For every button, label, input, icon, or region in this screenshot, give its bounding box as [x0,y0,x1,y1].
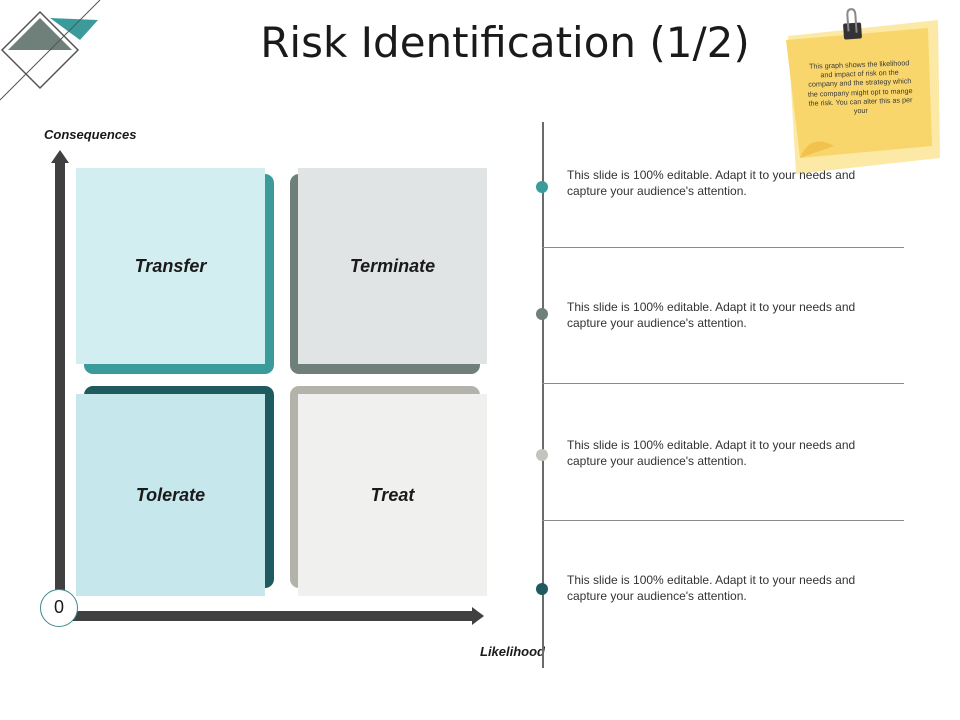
y-axis-line [55,162,65,602]
quadrant-label: Tolerate [135,484,206,505]
decorative-diamond-shapes [0,0,101,101]
item-description: This slide is 100% editable. Adapt it to… [567,300,856,330]
sticky-note-icon [786,8,940,174]
x-axis-label: Likelihood [480,644,545,659]
timeline-line [542,122,544,668]
timeline-dot [536,308,548,320]
item-description: This slide is 100% editable. Adapt it to… [567,168,856,198]
divider-line [542,520,904,521]
y-axis-label: Consequences [44,127,137,142]
timeline-dot [536,583,548,595]
slide-title: Risk Identification (1/2) [260,18,750,67]
quadrant-transfer: Transfer [76,168,265,364]
quadrant-tolerate: Tolerate [76,394,265,596]
x-axis-arrow [472,607,484,625]
divider-line [542,247,904,248]
quadrant-terminate: Terminate [298,168,487,364]
item-description: This slide is 100% editable. Adapt it to… [567,438,856,468]
quadrant-label: Treat [370,484,415,505]
quadrant-label: Terminate [349,255,436,276]
timeline-dot [536,181,548,193]
sticky-note-text: This graph shows the likelihood and impa… [807,58,913,116]
x-axis-line [70,611,474,621]
quadrant-label: Transfer [134,255,207,276]
divider-line [542,383,904,384]
timeline-dot [536,449,548,461]
y-axis-arrow [51,150,69,163]
item-description: This slide is 100% editable. Adapt it to… [567,573,856,603]
origin-circle: 0 [40,589,78,627]
quadrant-treat: Treat [298,394,487,596]
